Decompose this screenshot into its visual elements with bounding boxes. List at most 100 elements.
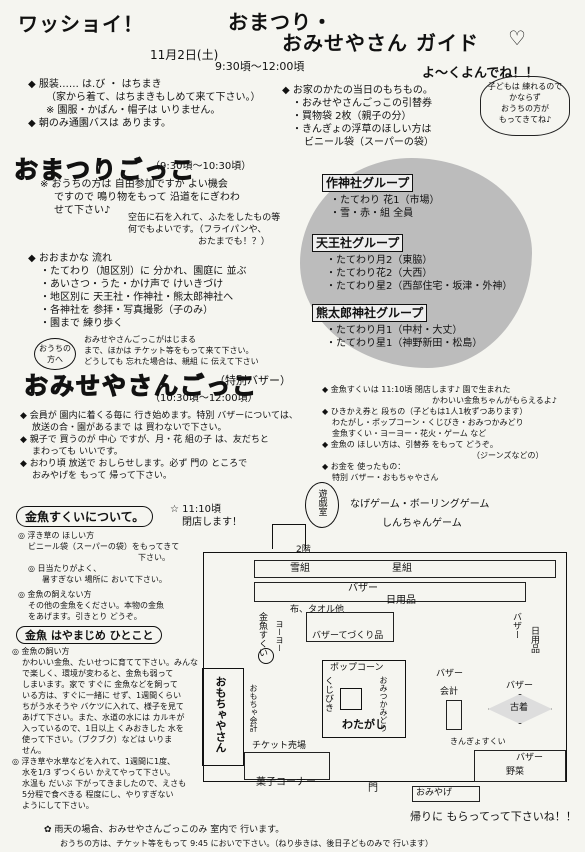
map-cashier: 会計	[440, 687, 459, 697]
map-nawa: なげゲーム・ボーリングゲーム	[350, 499, 490, 510]
map-yoyo: ヨーヨー	[275, 620, 284, 652]
flow-section: ◆ おおまかな 流れ ・たてわり（旭区別）に 分かれ、園庭に 並ぶ ・あいさつ・…	[28, 252, 246, 330]
note-line: ◆ 親子で 買うのが 中心 ですが、月・花 組の子 は、友だちと	[20, 435, 269, 445]
note-line: しまいます。家で すぐに 金魚などを飼って	[22, 680, 178, 689]
note-line: かわいい金魚ちゃんがもらえるよ♪	[432, 396, 557, 405]
omatsuri-notes: ※ おうちの方は 自由参加ですが よい機会 ですので 鳴り物をもって 沿道をにぎ…	[40, 178, 240, 217]
groups-background	[300, 158, 532, 368]
footer-line-1: ✿ 雨天の場合、おみせやさんごっこのみ 室内で 行います。	[44, 825, 285, 835]
map-daily2: 日用品	[529, 626, 539, 653]
note-line: まわっても いいです。	[32, 447, 123, 457]
map-bazaar3: バザー	[506, 681, 534, 691]
note-line: ※ おうちの方は 自由参加ですが よい機会	[40, 179, 228, 190]
omatsuri-time: （9:30頃〜10:30頃）	[150, 161, 252, 172]
note-line: ・きんぎょの浮草のほしい方は	[292, 124, 432, 135]
note-line: ◆ 金魚すくいは 11:10頃 閉店します♪ 園で生まれた	[322, 385, 511, 394]
flow-item: ・各神社を 参拝・写真撮影（子のみ）	[40, 305, 214, 316]
note-line: 入っているので、1日以上 くみおきした 水を	[22, 724, 184, 733]
map-shinchan: しんちゃんゲーム	[382, 518, 462, 529]
note-line: 何でもよいです。（フライパンや、	[128, 225, 267, 235]
note-line: どうしても 忘れた場合は、親組 に 伝えて下さい	[84, 357, 259, 366]
map-center-block	[322, 660, 406, 738]
note-line: ようにして下さい。	[22, 801, 94, 810]
cloud-line: おうちの方が	[501, 104, 549, 113]
kingyo-notes-1: ◎ 浮き草の ほしい方 ビニール袋（スーパーの袋）をもってきて 下さい。 ◎ 日…	[18, 530, 196, 622]
map-cashier-box	[446, 700, 462, 730]
note-line: かわいい金魚、たいせつに育てて下さい。みんな	[22, 658, 198, 667]
heart-icon: ♡	[508, 26, 526, 50]
note-line: いる方は、すぐに一緒に せず、1週間くらい	[22, 691, 182, 700]
kingyo-heading: 金魚すくいについて。	[16, 506, 154, 527]
note-line: 使って下さい。（ブクブク）などは いりま	[22, 735, 173, 744]
can-notes: 空缶に石を入れて、ふたをしたもの等 何でもよいです。（フライパンや、 おたまでも…	[128, 212, 280, 248]
belongings-notes: ◆ お家のかたの当日のもちもの。 ・おみせやさんごっこの引替券 ・買物袋 2枚（…	[282, 84, 434, 149]
flow-heading: ◆ おおまかな 流れ	[28, 253, 113, 264]
map-stairs	[272, 524, 306, 549]
map-kingyo: 金魚すくい	[257, 612, 267, 657]
note-line: 水を1/3 ずつくらい かえてやって下さい。	[22, 768, 176, 777]
note-line: ☆ 11:10頃	[170, 504, 221, 515]
group-member: ・たてわり 花1（市場）	[330, 195, 440, 206]
note-line: 特別 バザー・おもちゃやさん	[332, 473, 439, 482]
note-line: 放送の合・園があるまで は 買わないで下さい。	[32, 423, 227, 433]
note-line: ◎ 金魚の飼えない方	[18, 590, 92, 599]
map-bazaar-veg: バザー	[516, 753, 544, 763]
note-line: ◎ 浮き草の ほしい方	[18, 531, 95, 540]
map-kuji: くじびき	[323, 676, 333, 712]
group-member: ・たてわり月1（中村・大丈）	[326, 325, 463, 336]
note-line: まで、ほかは チケット等をもって来て下さい。	[84, 346, 254, 355]
group-member: ・たてわり花2（大西）	[326, 268, 433, 279]
note-line: ちがう水そうや バケツに入れて、様子を見て	[22, 702, 184, 711]
note-line: ◎ 浮き草や水草などを入れて、1週間に1度、	[12, 757, 176, 766]
note-line: （ジーンズなどの）	[472, 451, 544, 460]
note-line: その他の金魚をください。本物の金魚	[28, 601, 164, 610]
map-toycashier: おもちゃ会計	[249, 684, 258, 732]
parents-bubble: おうちの 方へ	[34, 338, 76, 370]
map-cloth: 布、タオル他	[290, 605, 345, 615]
note-line: 暑すぎない 場所に おいて下さい。	[42, 575, 167, 584]
note-line: せん。	[22, 746, 46, 755]
note-line: ◆ 朝のみ通園バスは あります。	[28, 118, 172, 129]
cloud-line: 子どもは 練れるので	[487, 82, 563, 91]
map-center-square	[340, 688, 362, 710]
map-souvenir: おみやげ	[416, 788, 453, 798]
flow-item: ・たてわり（旭区別）に 分かれ、園庭に 並ぶ	[40, 266, 247, 277]
group-member: ・たてわり星1（神野新田・松島）	[326, 338, 483, 349]
event-time: 9:30頃〜12:00頃	[215, 60, 305, 73]
map-bazaar: バザー	[348, 583, 378, 594]
group-member: ・たてわり星2（西部住宅・坂津・外神）	[326, 281, 513, 292]
note-line: おみせやさんごっこがはじまる	[84, 335, 196, 344]
note-line: 空缶に石を入れて、ふたをしたもの等	[128, 213, 281, 223]
cloud-line: かならず	[509, 93, 541, 102]
omise-notes: ◆ 会員が 園内に着くる毎に 行き始めます。特別 バザーについては、 放送の合・…	[20, 410, 298, 482]
note-line: ◎ 金魚の飼い方	[12, 647, 70, 656]
map-yuugi: 遊戯室	[305, 482, 339, 528]
omise-heading: おみせやさんごっこ	[23, 371, 258, 400]
map-sweets: 菓子コーナー	[256, 777, 316, 788]
map-toy: おもちゃやさん	[214, 676, 227, 753]
kingyo-tips-heading: 金魚 はやまじめ ひとこと	[16, 626, 163, 644]
note-line: ◆ 服装…… は.び ・ はちまき	[28, 79, 162, 90]
note-line: （家から着て、はちまきもしめて来て下さい。）	[46, 92, 261, 103]
map-floor2: 2階	[296, 545, 311, 555]
map-veg: 野菜	[506, 767, 525, 777]
note-line: ◆ 会員が 園内に着くる毎に 行き始めます。特別 バザーについては、	[20, 411, 298, 421]
flow-item: ・あいさつ・うた・かけ声で けいきづけ	[40, 279, 224, 290]
bubble-line: 方へ	[47, 355, 63, 364]
omise-subtitle: （特別バザー）	[214, 374, 291, 387]
map-frame	[203, 552, 567, 782]
map-wata: わたがし	[342, 718, 386, 731]
map-popcorn: ポップコーン	[330, 663, 384, 673]
title-right-1: おまつり・	[228, 10, 333, 34]
note-line: ◆ ひきかえ券と 段ちの（子どもは1人1枚ずつあります）	[322, 407, 528, 416]
map-star: 星組	[392, 563, 412, 574]
bubble-line: おうちの	[39, 344, 71, 353]
note-line: ◆ お家のかたの当日のもちもの。	[282, 85, 433, 96]
map-classroom-row	[254, 560, 556, 578]
flow-item: ・地区別に 天王社・作神社・熊太郎神社へ	[40, 292, 234, 303]
map-marker	[258, 648, 274, 664]
note-line: ですので 鳴り物をもって 沿道をにぎわわ	[54, 192, 240, 203]
note-line: せて下さい♪	[54, 205, 111, 216]
note-line: をあげます。引きとり どうぞ。	[28, 612, 142, 621]
map-bazaar-left: バザー	[511, 612, 521, 639]
